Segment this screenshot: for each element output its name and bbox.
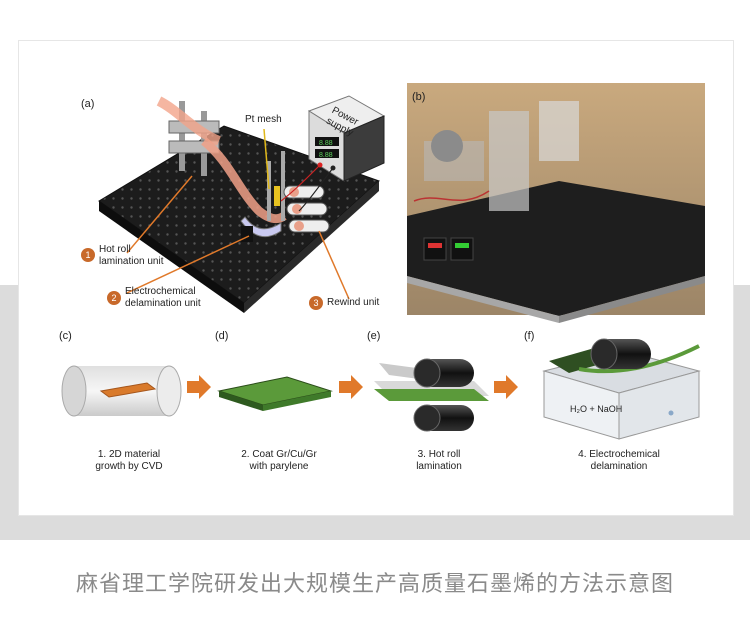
svg-text:8.88: 8.88 [319, 140, 333, 147]
callout-1-badge: 1 [81, 248, 95, 262]
step-e-line2: lamination [416, 461, 462, 472]
panel-f-label: (f) [524, 330, 535, 342]
callout-1-line2: lamination unit [99, 256, 164, 267]
svg-text:8.88: 8.88 [319, 152, 333, 159]
panel-b-photo [407, 83, 705, 323]
step-e-rolls [374, 358, 489, 432]
electrolyte-label: H₂O + NaOH [570, 404, 623, 414]
panel-e-label: (e) [367, 330, 381, 342]
step-e-line1: 3. Hot roll [417, 449, 461, 460]
step-f-line1: 4. Electrochemical [578, 449, 660, 460]
arrow-1 [187, 375, 211, 399]
arrow-2 [339, 375, 363, 399]
panel-d-label: (d) [215, 330, 229, 342]
step-f-bath [542, 338, 701, 440]
step-c-line2: growth by CVD [95, 461, 163, 472]
arrow-3 [494, 375, 518, 399]
callout-3-line1: Rewind unit [327, 297, 380, 308]
panel-a-schematic: 8.88 8.88 [98, 95, 386, 313]
step-c-tube [61, 365, 182, 417]
panel-c-label: (c) [59, 330, 72, 342]
callout-2-badge: 2 [107, 291, 121, 305]
step-d-plate [217, 376, 333, 411]
callout-1-line1: Hot roll [99, 244, 131, 255]
pt-mesh-label: Pt mesh [245, 114, 282, 125]
callout-2-line1: Electrochemical [125, 286, 196, 297]
step-d-line2: with parylene [249, 461, 309, 472]
figure-caption: 麻省理工学院研发出大规模生产高质量石墨烯的方法示意图 [75, 572, 674, 597]
step-c-line1: 1. 2D material [97, 449, 161, 460]
panel-b-label: (b) [412, 91, 426, 103]
callout-2-line2: delamination unit [125, 298, 201, 309]
step-d-line1: 2. Coat Gr/Cu/Gr [241, 449, 317, 460]
panel-a-label: (a) [81, 98, 95, 110]
step-f-line2: delamination [590, 461, 648, 472]
figure-drawing: 8.88 8.88 [61, 83, 705, 440]
caption-area [0, 540, 750, 640]
callout-3-badge: 3 [309, 296, 323, 310]
figure-panel: 8.88 8.88 [18, 40, 734, 516]
